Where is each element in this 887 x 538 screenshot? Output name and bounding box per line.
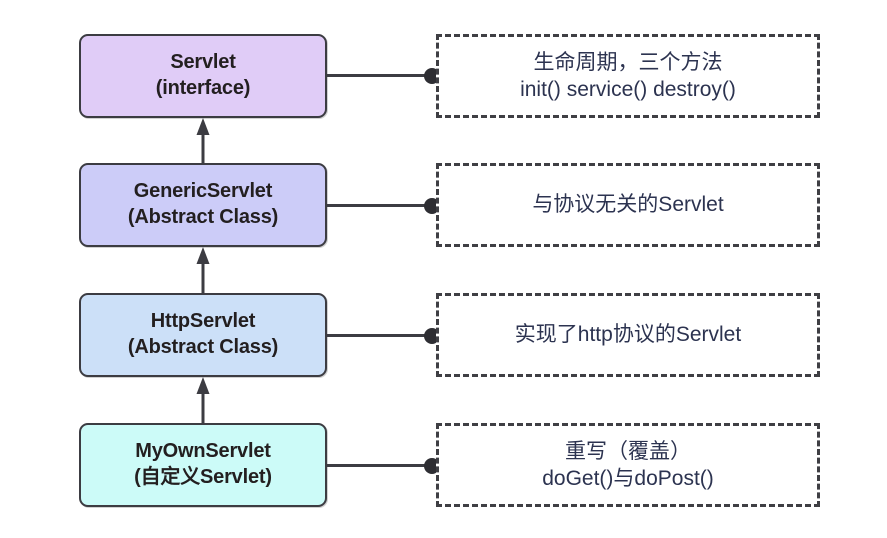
note-generic-servlet-line1: 与协议无关的Servlet xyxy=(532,193,724,217)
class-box-generic-servlet-stereotype: (Abstract Class) xyxy=(127,206,279,228)
inheritance-arrow-generic-to-servlet xyxy=(196,118,210,165)
class-box-http-servlet-stereotype: (Abstract Class) xyxy=(127,336,279,358)
class-box-generic-servlet[interactable]: GenericServlet (Abstract Class) xyxy=(79,163,327,247)
note-box-generic-servlet[interactable]: 与协议无关的Servlet xyxy=(436,163,820,247)
class-box-generic-servlet-name: GenericServlet xyxy=(133,180,273,203)
note-myown-servlet-line1: 重写（覆盖） xyxy=(565,439,691,463)
connector-line-servlet-note xyxy=(327,74,432,77)
note-myown-servlet-line2: doGet()与doPost() xyxy=(542,467,714,490)
connector-line-myown-servlet-note xyxy=(327,464,432,467)
class-box-http-servlet[interactable]: HttpServlet (Abstract Class) xyxy=(79,293,327,377)
note-box-myown-servlet[interactable]: 重写（覆盖） doGet()与doPost() xyxy=(436,423,820,507)
class-box-servlet-name: Servlet xyxy=(170,51,236,74)
connector-line-generic-servlet-note xyxy=(327,204,432,207)
class-box-http-servlet-name: HttpServlet xyxy=(150,310,256,333)
inheritance-arrow-myown-to-http xyxy=(196,377,210,424)
class-box-myown-servlet-stereotype: (自定义Servlet) xyxy=(134,466,272,488)
note-box-servlet[interactable]: 生命周期，三个方法 init() service() destroy() xyxy=(436,34,820,118)
note-http-servlet-line1: 实现了http协议的Servlet xyxy=(514,323,742,347)
inheritance-arrow-http-to-generic xyxy=(196,247,210,294)
class-box-servlet[interactable]: Servlet (interface) xyxy=(79,34,327,118)
note-servlet-line1: 生命周期，三个方法 xyxy=(533,50,723,74)
connector-line-http-servlet-note xyxy=(327,334,432,337)
class-box-myown-servlet-name: MyOwnServlet xyxy=(135,440,271,463)
class-box-myown-servlet[interactable]: MyOwnServlet (自定义Servlet) xyxy=(79,423,327,507)
class-box-servlet-stereotype: (interface) xyxy=(155,77,251,99)
note-box-http-servlet[interactable]: 实现了http协议的Servlet xyxy=(436,293,820,377)
note-servlet-line2: init() service() destroy() xyxy=(520,78,736,101)
